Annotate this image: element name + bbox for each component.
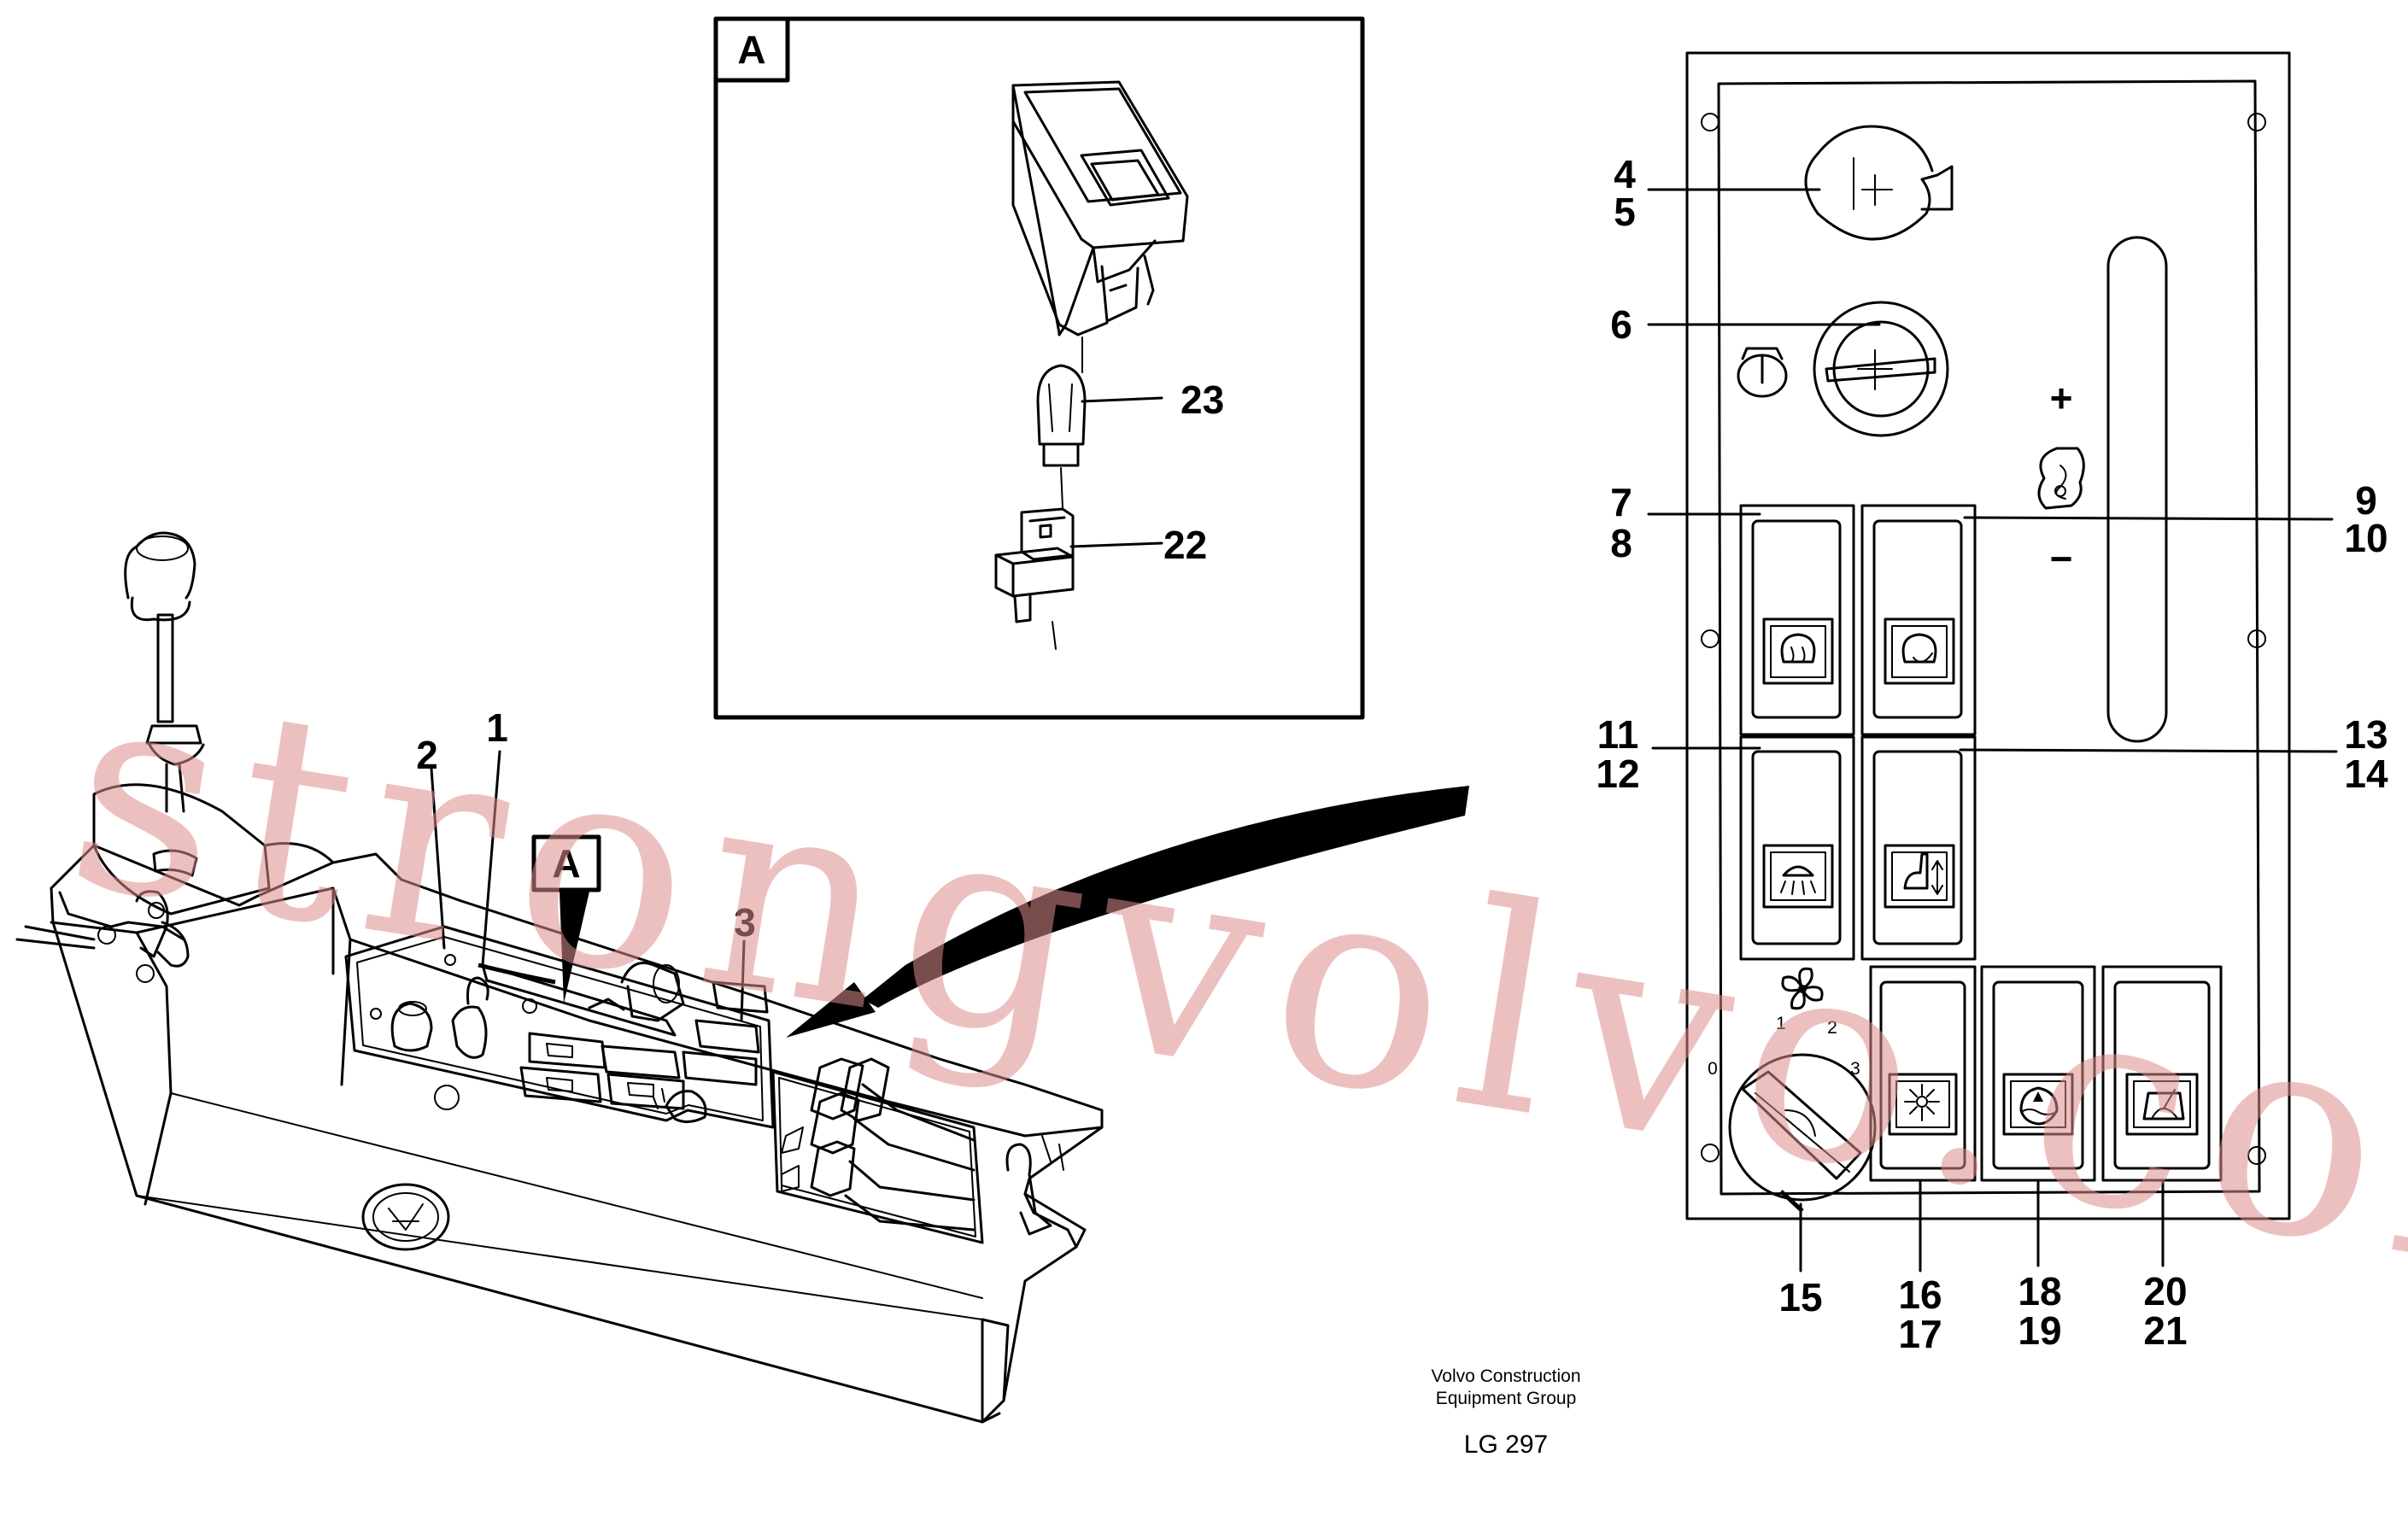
callout-19: 19 [2018,1308,2061,1353]
credit-line-2: Equipment Group [1436,1389,1577,1408]
work-light-icon [1780,865,1816,895]
lever-bank [771,1057,1064,1244]
callout-23: 23 [1181,377,1224,422]
gauge-minus-label: − [2050,536,2073,581]
fan-position-0: 0 [1708,1059,1718,1079]
callout-22: 22 [1163,523,1207,567]
callout-6: 6 [1610,302,1632,347]
callout-12: 12 [1596,752,1639,796]
switch-engine-start [1860,504,1977,736]
seat-adjust-icon [1903,852,1943,895]
detail-a-marker-label: A [552,841,580,886]
fan-position-3: 3 [1850,1059,1860,1079]
control-console-drawing [15,531,1104,1424]
fan-position-1: 1 [1776,1014,1786,1033]
bulb-detail [1036,364,1087,467]
watermark: strongvolvo.com [51,623,2408,1359]
fan-icon [1781,967,1824,1010]
volvo-logo-icon [361,1183,450,1251]
callout-7: 7 [1610,480,1632,524]
key-icon [1737,347,1788,398]
engine-start-icon [1901,633,1937,664]
callout-10: 10 [2344,516,2387,560]
callout-15: 15 [1778,1275,1822,1319]
heater-icon [1904,1084,1940,1121]
inset-label: A [737,27,765,72]
washer-icon [2019,1086,2059,1126]
switch-work-light [1739,735,1855,961]
callout-21: 21 [2143,1308,2187,1353]
callout-18: 18 [2018,1269,2061,1313]
fan-control-knob: 0 1 2 3 [1708,967,1877,1213]
rocker-switch-detail [1011,80,1189,336]
callout-16: 16 [1898,1272,1942,1317]
indicator-lamp [1804,125,1954,241]
gauge-plus-label: + [2050,376,2073,420]
callout-13: 13 [2344,712,2387,757]
switch-glow-plug [1739,504,1855,736]
temperature-gauge: + − [2037,236,2168,743]
wiper-icon [2142,1089,2185,1120]
callout-9: 9 [2355,478,2377,523]
gear-lever [92,531,335,916]
callout-2: 2 [416,733,438,777]
diagram-credits: Volvo Construction Equipment Group LG 29… [1431,1366,1580,1459]
engine-temp-icon [2037,447,2085,510]
left-bracket [15,890,190,983]
callout-1: 1 [486,705,508,750]
glow-plug-icon [1780,633,1816,664]
detail-a-marker: A [531,834,601,1003]
inset-detail-a: A 23 22 [713,16,1365,720]
callout-20: 20 [2143,1269,2187,1313]
switch-seat-adjust [1860,735,1977,961]
callout-14: 14 [2344,752,2388,796]
callout-11: 11 [1597,712,1639,757]
console-panel-plate [344,925,775,1129]
callout-8: 8 [1610,521,1632,565]
callout-4: 4 [1614,152,1636,196]
switch-washer [1980,965,2096,1182]
credit-line-1: Volvo Construction [1431,1366,1580,1386]
pointer-arrow [786,786,1469,1038]
callout-17: 17 [1898,1312,1942,1356]
diagram-code: LG 297 [1464,1430,1548,1459]
callout-3: 3 [734,900,756,945]
instrument-panel: 4 5 6 + − [1596,51,2388,1356]
bulb-holder-detail [994,507,1075,623]
fan-position-2: 2 [1827,1018,1837,1038]
ignition-lock [1813,301,1949,437]
callout-5: 5 [1614,190,1636,234]
switch-heater [1869,965,1977,1182]
